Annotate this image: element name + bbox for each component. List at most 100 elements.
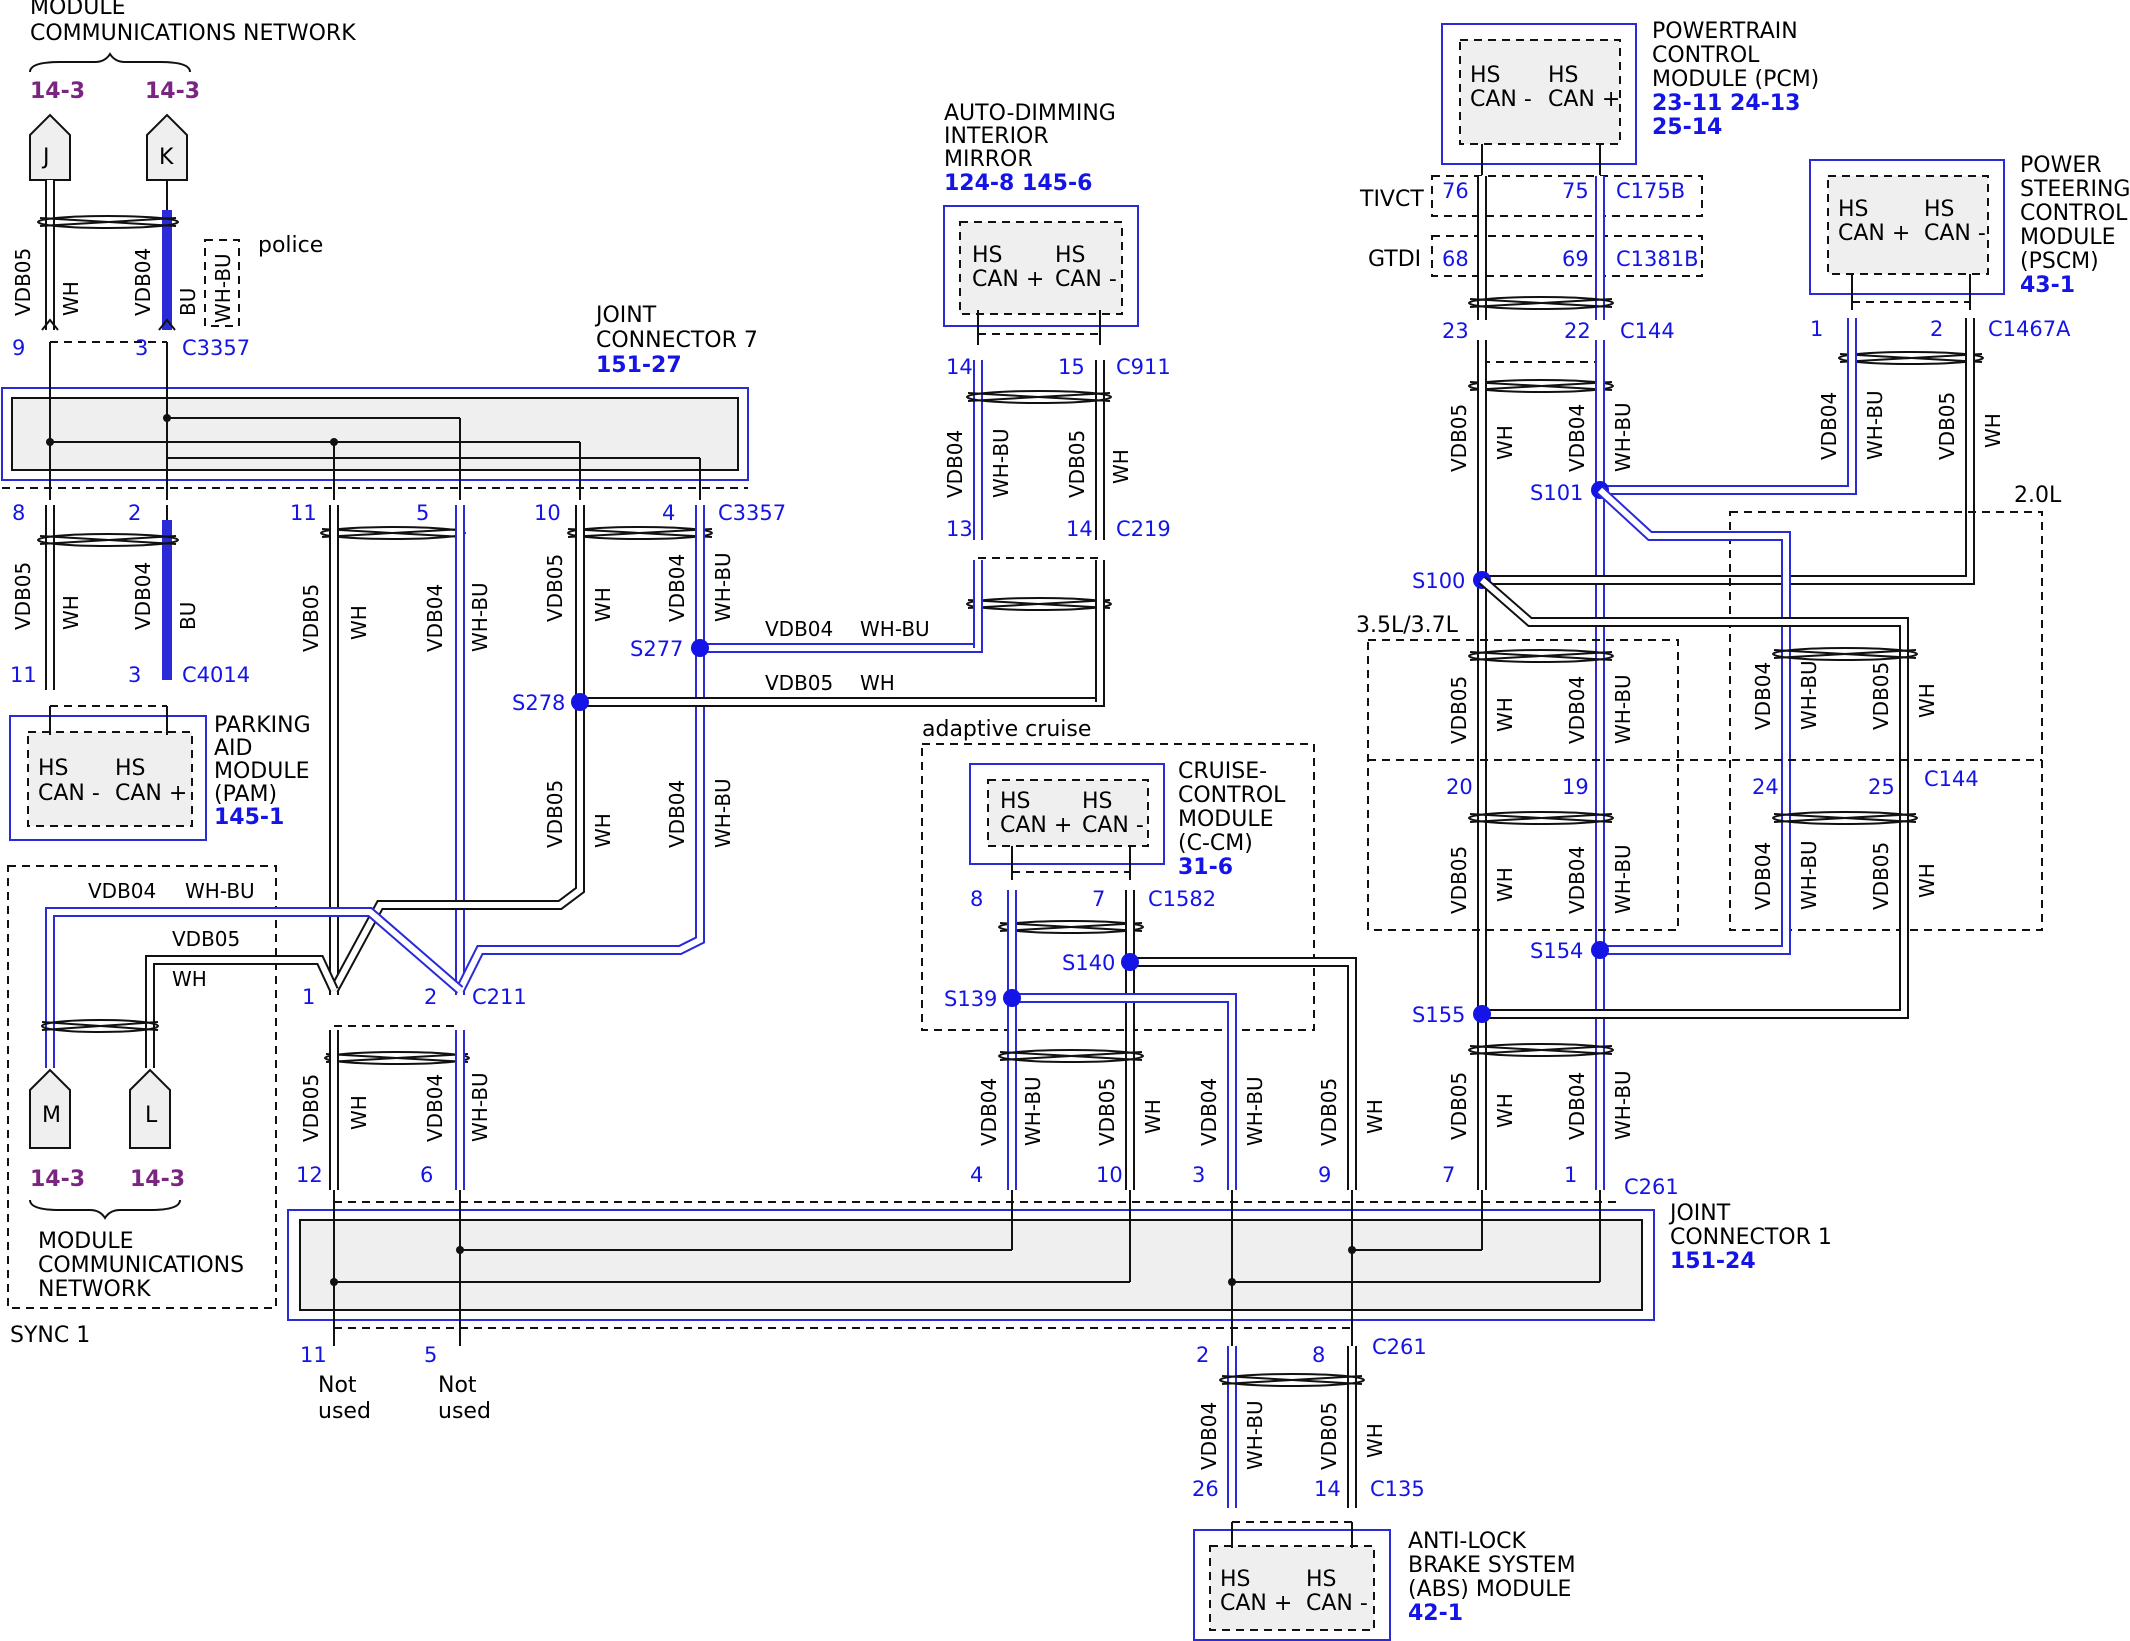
svg-text:HS: HS — [38, 756, 69, 781]
svg-text:VDB05: VDB05 — [1447, 846, 1471, 914]
offpage-j-icon[interactable] — [29, 113, 71, 181]
svg-text:WH-BU: WH-BU — [1797, 660, 1821, 730]
svg-text:(PAM): (PAM) — [214, 782, 277, 807]
svg-text:20: 20 — [1446, 775, 1473, 799]
pscm-ref[interactable]: 43-1 — [2020, 273, 2075, 298]
splice-s277[interactable] — [691, 639, 709, 657]
svg-text:VDB04: VDB04 — [665, 554, 689, 622]
svg-text:HS: HS — [972, 243, 1003, 268]
svg-text:2: 2 — [1196, 1343, 1209, 1367]
ccm-ref[interactable]: 31-6 — [1178, 855, 1233, 880]
svg-text:MODULE: MODULE — [38, 1229, 134, 1254]
offpage-ref-m[interactable]: 14-3 — [30, 1167, 85, 1192]
splice-s278[interactable] — [571, 693, 589, 711]
svg-text:VDB05: VDB05 — [765, 671, 833, 695]
svg-text:VDB04: VDB04 — [977, 1078, 1001, 1146]
offpage-l-icon[interactable] — [129, 1068, 171, 1149]
svg-text:WH: WH — [1493, 867, 1517, 902]
wire-vdb05-j: VDB05 — [11, 248, 35, 316]
svg-text:COMMUNICATIONS: COMMUNICATIONS — [38, 1253, 244, 1278]
svg-text:VDB04: VDB04 — [1751, 662, 1775, 730]
abs-ref[interactable]: 42-1 — [1408, 1601, 1463, 1626]
svg-text:(C-CM): (C-CM) — [1178, 831, 1253, 856]
svg-text:VDB05: VDB05 — [172, 927, 240, 951]
svg-text:11: 11 — [290, 501, 317, 525]
offpage-ref-j[interactable]: 14-3 — [30, 79, 85, 104]
svg-text:HS: HS — [1548, 63, 1579, 88]
offpage-ref-l[interactable]: 14-3 — [130, 1167, 185, 1192]
svg-text:VDB04: VDB04 — [131, 562, 155, 630]
svg-text:CAN +: CAN + — [1548, 87, 1620, 112]
svg-text:HS: HS — [1924, 197, 1955, 222]
connector-c144-right: C144 — [1924, 767, 1979, 791]
svg-text:L: L — [145, 1103, 158, 1128]
svg-text:CRUISE-: CRUISE- — [1178, 759, 1267, 784]
svg-text:MODULE: MODULE — [214, 759, 310, 784]
svg-text:WH-BU: WH-BU — [1863, 390, 1887, 460]
svg-text:WH-BU: WH-BU — [185, 879, 255, 903]
svg-text:VDB05: VDB05 — [1095, 1078, 1119, 1146]
pam-ref[interactable]: 145-1 — [214, 805, 284, 830]
svg-text:WH: WH — [172, 967, 207, 991]
svg-text:14: 14 — [946, 355, 973, 379]
svg-text:POWERTRAIN: POWERTRAIN — [1652, 19, 1798, 44]
svg-text:CAN +: CAN + — [115, 781, 187, 806]
svg-text:24: 24 — [1752, 775, 1779, 799]
svg-text:GTDI: GTDI — [1368, 247, 1421, 272]
svg-text:WH-BU: WH-BU — [1611, 844, 1635, 914]
svg-text:CAN -: CAN - — [38, 781, 100, 806]
svg-text:BRAKE SYSTEM: BRAKE SYSTEM — [1408, 1553, 1576, 1578]
svg-text:WH-BU: WH-BU — [860, 617, 930, 641]
svg-text:BU: BU — [176, 602, 200, 630]
svg-text:3: 3 — [128, 663, 141, 687]
connector-c211: C211 — [472, 985, 527, 1009]
svg-text:25: 25 — [1868, 775, 1895, 799]
svg-text:POWER: POWER — [2020, 153, 2102, 178]
svg-text:WH: WH — [1109, 449, 1133, 484]
svg-text:3: 3 — [135, 336, 148, 360]
connector-c911: C911 — [1116, 355, 1171, 379]
svg-text:Not: Not — [318, 1373, 357, 1398]
splice-s155[interactable] — [1473, 1005, 1491, 1023]
pcm-ref-1[interactable]: 23-11 24-13 — [1652, 91, 1800, 116]
svg-text:WH-BU: WH-BU — [1243, 1076, 1267, 1146]
svg-text:8: 8 — [1312, 1343, 1325, 1367]
svg-text:WH: WH — [1141, 1099, 1165, 1134]
svg-text:WH: WH — [347, 605, 371, 640]
splice-s140[interactable] — [1121, 953, 1139, 971]
svg-text:used: used — [318, 1399, 371, 1424]
svg-text:VDB04: VDB04 — [665, 780, 689, 848]
svg-text:VDB04: VDB04 — [1197, 1078, 1221, 1146]
svg-text:VDB04: VDB04 — [1565, 676, 1589, 744]
svg-text:WH: WH — [1493, 425, 1517, 460]
svg-text:12: 12 — [296, 1163, 323, 1187]
connector-c4014: C4014 — [182, 663, 250, 687]
connector-c144-top: C144 — [1620, 319, 1675, 343]
splice-s154[interactable] — [1591, 941, 1609, 959]
svg-text:S154: S154 — [1530, 939, 1583, 963]
svg-text:CAN +: CAN + — [1220, 1591, 1292, 1616]
svg-text:CAN -: CAN - — [1082, 813, 1144, 838]
mirror-ref[interactable]: 124-8 145-6 — [944, 171, 1092, 196]
svg-text:2: 2 — [128, 501, 141, 525]
svg-text:10: 10 — [534, 501, 561, 525]
svg-text:VDB05: VDB05 — [1935, 392, 1959, 460]
splice-s139[interactable] — [1003, 989, 1021, 1007]
svg-text:8: 8 — [970, 887, 983, 911]
pcm-ref-2[interactable]: 25-14 — [1652, 115, 1722, 140]
svg-text:CONTROL: CONTROL — [2020, 201, 2128, 226]
svg-text:9: 9 — [12, 336, 25, 360]
jc1-ref[interactable]: 151-24 — [1670, 1249, 1756, 1274]
connector-c1467a: C1467A — [1988, 317, 2071, 341]
offpage-k-icon[interactable] — [146, 113, 188, 181]
offpage-ref-k[interactable]: 14-3 — [145, 79, 200, 104]
connector-c135: C135 — [1370, 1477, 1425, 1501]
connector-c261-top: C261 — [1624, 1175, 1679, 1199]
wire-wh-j: WH — [59, 281, 83, 316]
svg-text:adaptive cruise: adaptive cruise — [922, 717, 1091, 742]
police-label: police — [258, 233, 323, 258]
offpage-m-icon[interactable] — [29, 1068, 71, 1149]
jc7-ref[interactable]: 151-27 — [596, 353, 682, 378]
svg-text:1: 1 — [1810, 317, 1823, 341]
